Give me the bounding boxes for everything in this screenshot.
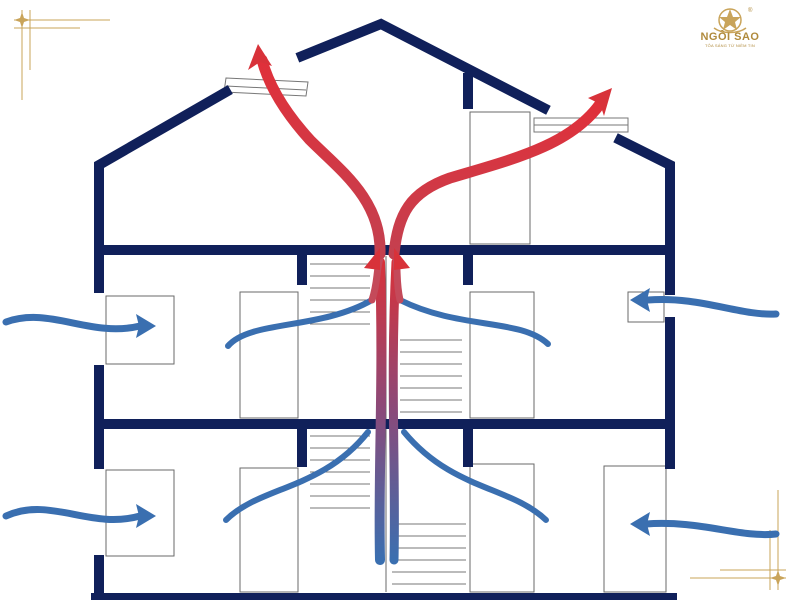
draw-in-upper-left [225, 297, 375, 349]
door-upper-left [239, 291, 299, 419]
arrowhead-icon [394, 248, 410, 270]
window-left-lower [105, 469, 175, 557]
arrow-heads-blue [136, 288, 650, 536]
door-lower-left [239, 467, 299, 593]
registered-mark: ® [748, 8, 753, 14]
roof-upper [295, 18, 551, 115]
arrowhead-icon [136, 314, 156, 338]
exhaust-right [388, 98, 606, 260]
exhaust-left [256, 54, 386, 260]
door-lower-right [469, 463, 535, 593]
inflow-right-lower [642, 519, 780, 539]
arrowhead-icon [630, 288, 650, 312]
draw-in-upper-right [397, 297, 551, 347]
draw-in-lower-right [401, 429, 549, 523]
arrow-heads-red [248, 44, 612, 270]
door-lower-far-right [603, 465, 667, 593]
arrowhead-icon [136, 504, 156, 528]
roof-left-lower [94, 85, 233, 285]
inflow-left-lower [2, 506, 144, 523]
inflow-right-upper [644, 295, 780, 318]
arrowhead-icon [248, 44, 272, 70]
roof-vent-left [223, 77, 309, 97]
house-structure [91, 18, 677, 600]
corner-ornament-icon [14, 10, 110, 100]
attic-door [469, 111, 531, 245]
corner-ornament-icon [690, 490, 786, 590]
arrowhead-icon [588, 88, 612, 116]
airflow-exhaust [256, 54, 606, 260]
arrowhead-icon [630, 512, 650, 536]
roof-right-lower [613, 133, 675, 295]
draw-in-lower-left [223, 429, 371, 523]
star-logo-icon [713, 8, 747, 34]
brand-tagline: TỎA SÁNG TỪ NIỀM TIN [705, 43, 755, 48]
arrowhead-icon [364, 248, 380, 270]
brand-name: NGÔI SAO [700, 31, 760, 43]
airflow-inbound [2, 295, 780, 539]
door-upper-right [469, 291, 535, 419]
inflow-left-upper [2, 313, 144, 333]
brand-logo: NGÔI SAO TỎA SÁNG TỪ NIỀM TIN [692, 30, 768, 48]
